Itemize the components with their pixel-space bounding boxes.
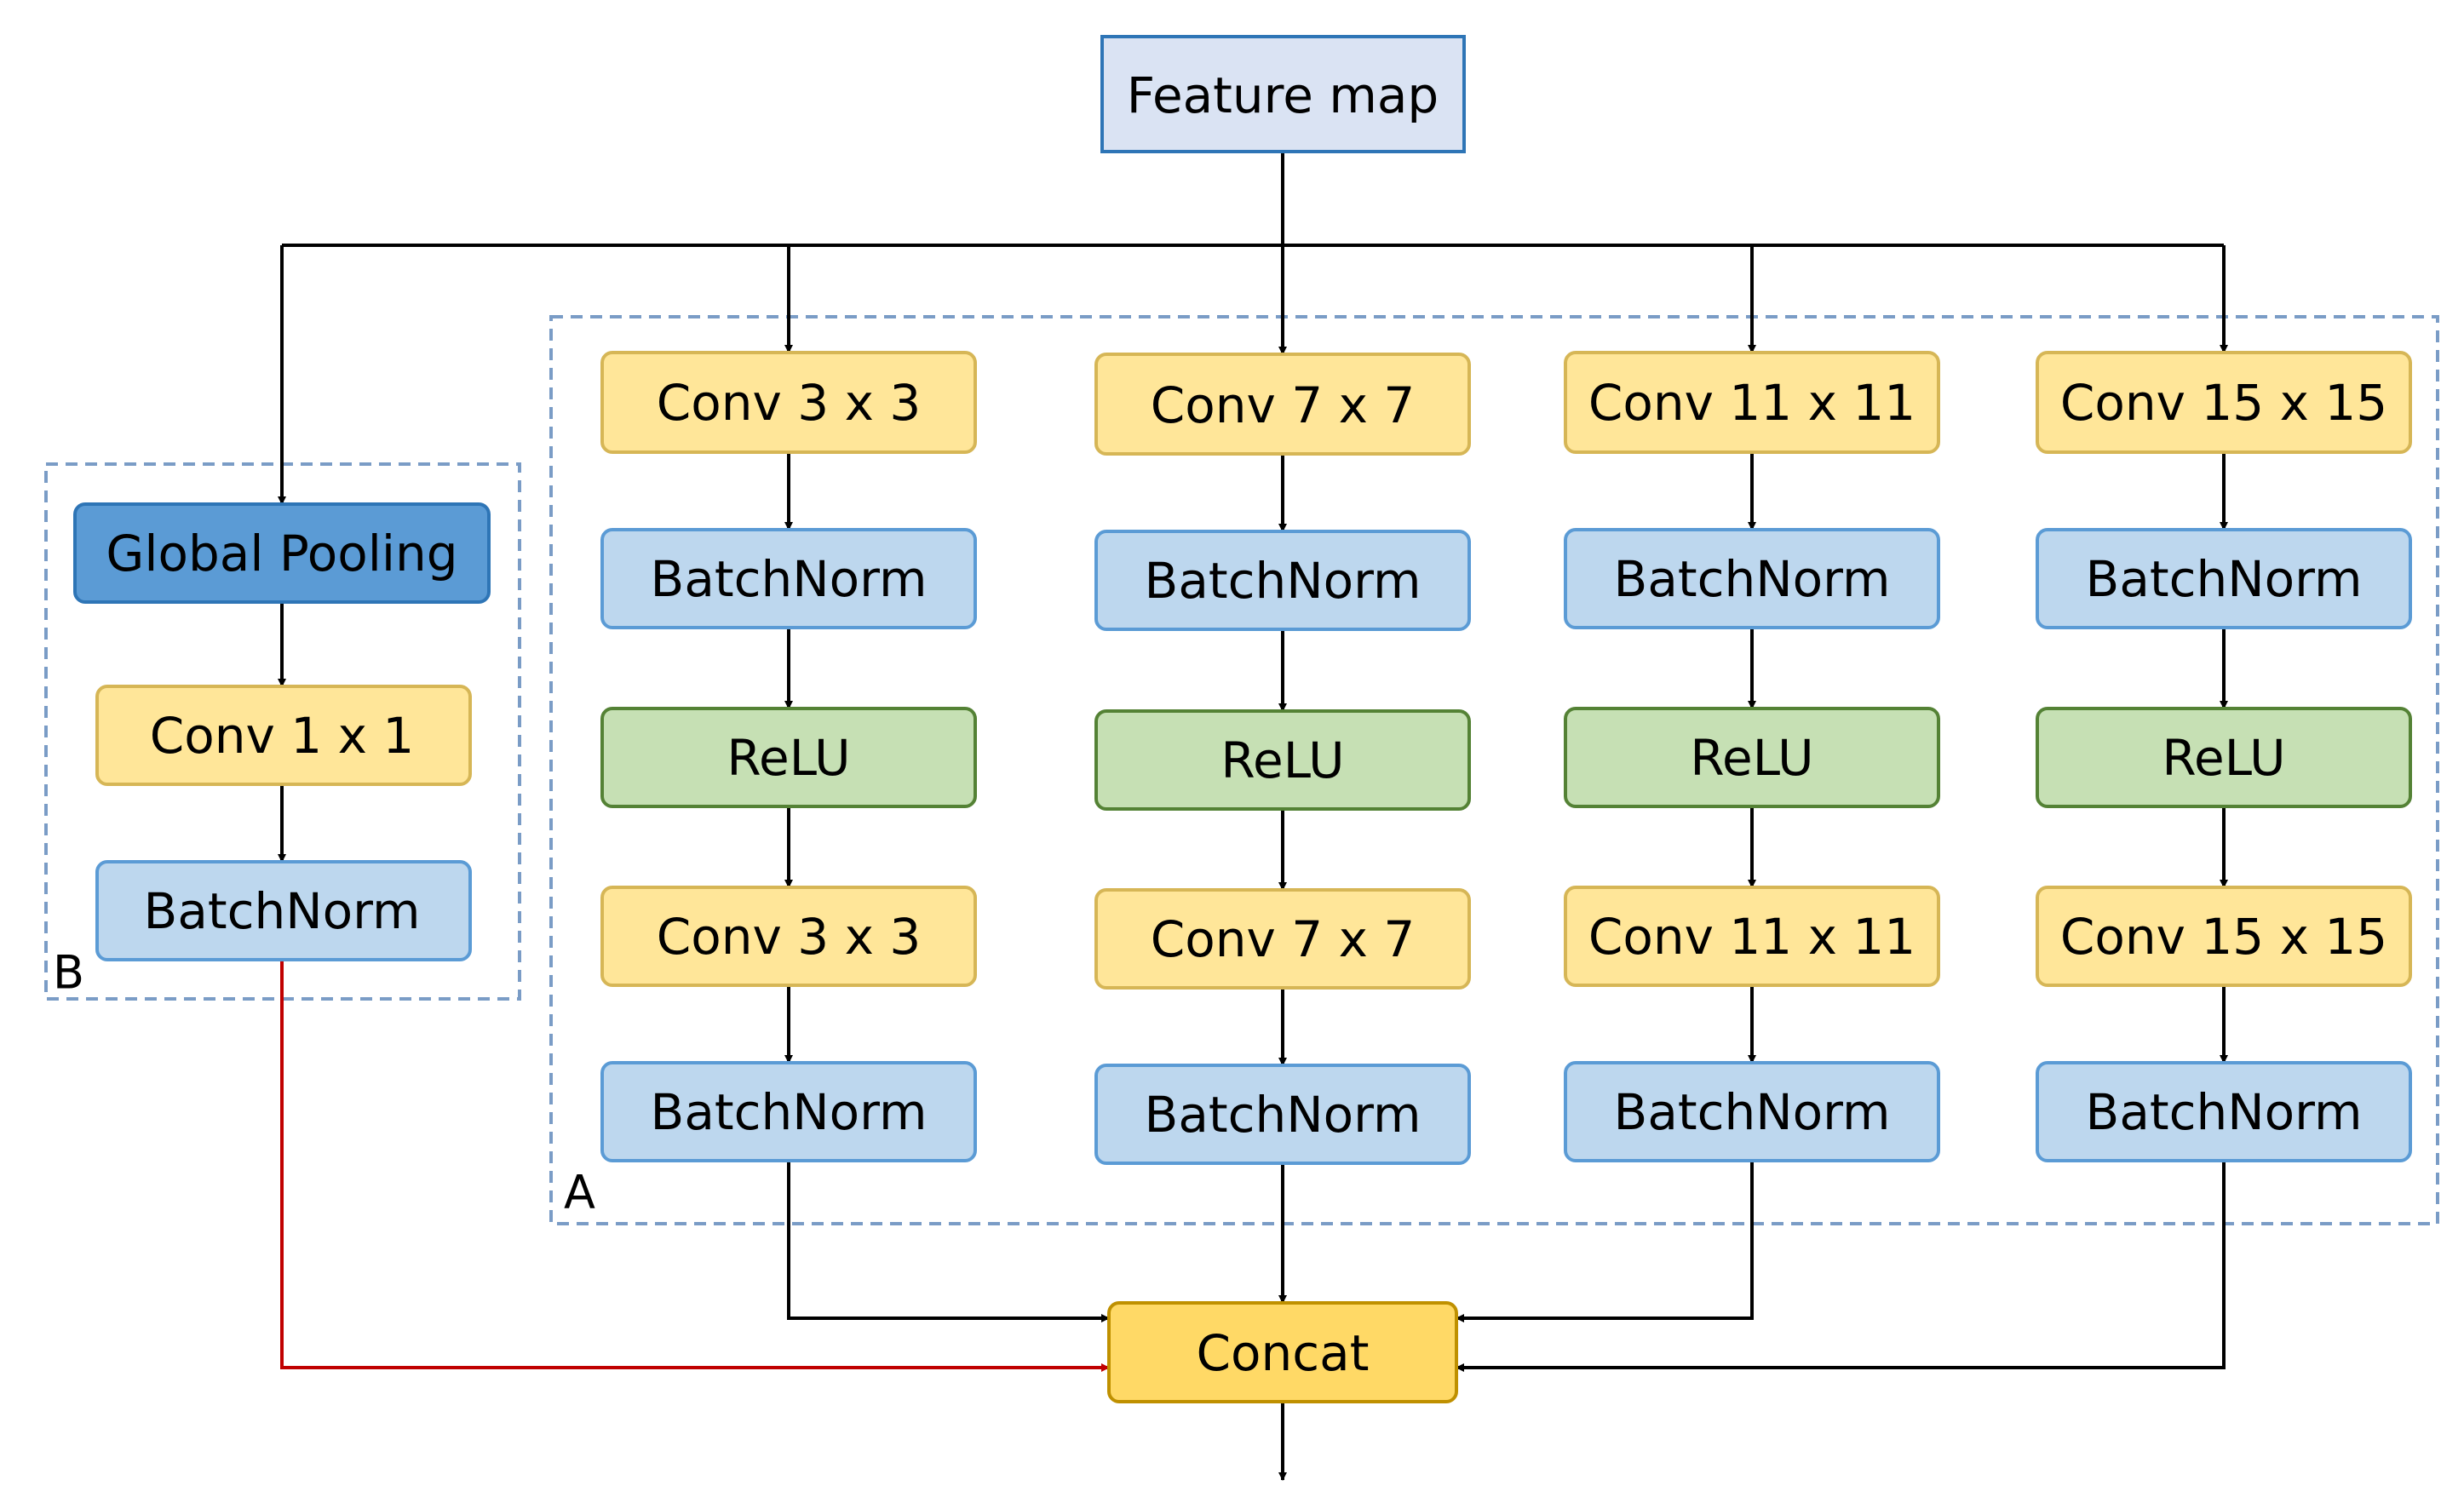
branch-1-bn-a-node: BatchNorm xyxy=(600,528,977,629)
branch-2-conv-b-label: Conv 7 x 7 xyxy=(1151,910,1416,968)
branch-3-bn-a-label: BatchNorm xyxy=(1614,550,1891,608)
branch-4-relu-label: ReLU xyxy=(2162,729,2285,787)
conv-1x1-node: Conv 1 x 1 xyxy=(95,685,472,786)
branch-4-conv-a-node: Conv 15 x 15 xyxy=(2036,351,2412,454)
branch-3-relu-node: ReLU xyxy=(1564,707,1940,808)
branch-4-bn-a-label: BatchNorm xyxy=(2086,550,2363,608)
branch-2-conv-b-node: Conv 7 x 7 xyxy=(1094,888,1471,990)
branch-1-conv-b-label: Conv 3 x 3 xyxy=(657,908,922,966)
connector-arrows xyxy=(278,152,2228,1481)
branch-2-conv-a-node: Conv 7 x 7 xyxy=(1094,353,1471,456)
branch-1-relu-node: ReLU xyxy=(600,707,977,808)
branch-3-bn-b-label: BatchNorm xyxy=(1614,1083,1891,1141)
branch-4-bn-a-node: BatchNorm xyxy=(2036,528,2412,629)
group-b-label: B xyxy=(53,946,84,1000)
branch-3-conv-b-node: Conv 11 x 11 xyxy=(1564,886,1940,987)
branch-2-bn-b-label: BatchNorm xyxy=(1145,1086,1422,1144)
branch-4-conv-b-node: Conv 15 x 15 xyxy=(2036,886,2412,987)
branch-4-relu-node: ReLU xyxy=(2036,707,2412,808)
branch-1-conv-a-label: Conv 3 x 3 xyxy=(657,374,922,432)
concat-node: Concat xyxy=(1107,1301,1458,1403)
group-a-box xyxy=(549,315,2439,1225)
branch-1-bn-b-node: BatchNorm xyxy=(600,1061,977,1162)
feature-map-label: Feature map xyxy=(1127,66,1439,124)
feature-map-node: Feature map xyxy=(1100,35,1466,153)
branch-3-conv-a-label: Conv 11 x 11 xyxy=(1588,374,1915,432)
branch-3-conv-b-label: Conv 11 x 11 xyxy=(1588,908,1915,966)
b-batchnorm-label: BatchNorm xyxy=(144,882,421,940)
branch-2-relu-node: ReLU xyxy=(1094,709,1471,811)
branch-4: Conv 15 x 15 BatchNorm ReLU Conv 15 x 15… xyxy=(2036,351,2412,1162)
conv-1x1-label: Conv 1 x 1 xyxy=(150,707,415,765)
branch-1-bn-b-label: BatchNorm xyxy=(651,1083,928,1141)
branch-1: Conv 3 x 3 BatchNorm ReLU Conv 3 x 3 Bat… xyxy=(600,351,977,1162)
branch-3-conv-a-node: Conv 11 x 11 xyxy=(1564,351,1940,454)
group-a-label: A xyxy=(564,1166,595,1219)
branch-2: Conv 7 x 7 BatchNorm ReLU Conv 7 x 7 Bat… xyxy=(1094,353,1471,1165)
branch-2-conv-a-label: Conv 7 x 7 xyxy=(1151,376,1416,434)
branch-1-conv-a-node: Conv 3 x 3 xyxy=(600,351,977,454)
b-batchnorm-node: BatchNorm xyxy=(95,860,472,961)
branch-4-bn-b-node: BatchNorm xyxy=(2036,1061,2412,1162)
branch-3-bn-a-node: BatchNorm xyxy=(1564,528,1940,629)
global-pooling-node: Global Pooling xyxy=(73,502,491,604)
concat-label: Concat xyxy=(1197,1324,1370,1382)
branch-1-conv-b-node: Conv 3 x 3 xyxy=(600,886,977,987)
branch-4-bn-b-label: BatchNorm xyxy=(2086,1083,2363,1141)
branch-3-relu-label: ReLU xyxy=(1690,729,1813,787)
branch-4-conv-a-label: Conv 15 x 15 xyxy=(2060,374,2387,432)
global-pooling-label: Global Pooling xyxy=(106,525,457,582)
branch-4-conv-b-label: Conv 15 x 15 xyxy=(2060,908,2387,966)
branch-1-bn-a-label: BatchNorm xyxy=(651,550,928,608)
branch-2-bn-b-node: BatchNorm xyxy=(1094,1064,1471,1165)
branch-2-relu-label: ReLU xyxy=(1221,731,1344,789)
branch-3-bn-b-node: BatchNorm xyxy=(1564,1061,1940,1162)
branch-2-bn-a-node: BatchNorm xyxy=(1094,530,1471,631)
branch-1-relu-label: ReLU xyxy=(727,729,850,787)
branch-2-bn-a-label: BatchNorm xyxy=(1145,552,1422,610)
branch-3: Conv 11 x 11 BatchNorm ReLU Conv 11 x 11… xyxy=(1564,351,1940,1162)
